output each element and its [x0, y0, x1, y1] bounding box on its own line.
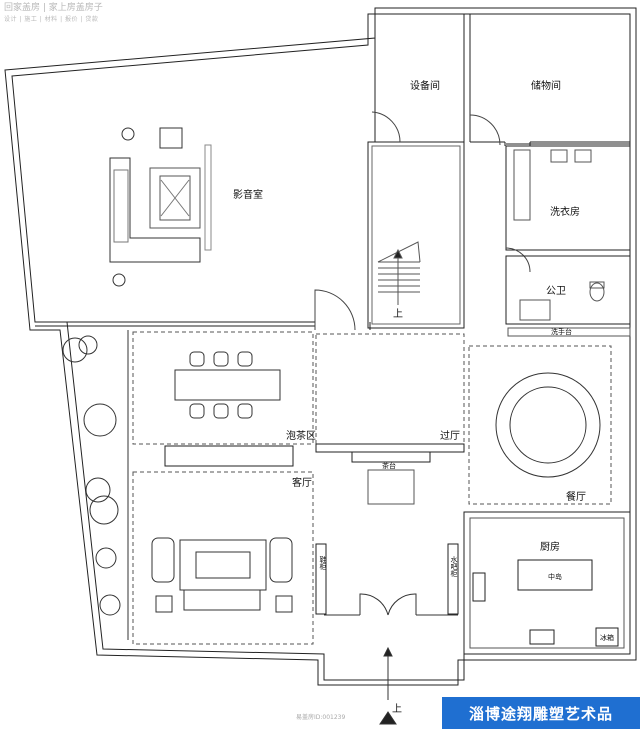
tea-table-label: 茶台 — [382, 462, 396, 470]
shoe-cabinet-label: 鞋柜 — [319, 556, 327, 570]
storage-room — [469, 14, 630, 143]
dining-table — [495, 372, 601, 478]
kitchen — [463, 511, 631, 655]
washbasin-label: 洗手台 — [551, 328, 572, 336]
fridge-label: 冰箱 — [600, 634, 614, 642]
watermark-line1: 回家盖房 | 家上房盖房子 — [4, 3, 103, 13]
brand-banner: 淄博途翔雕塑艺术品 — [442, 697, 640, 729]
room-label-theater: 影音室 — [233, 190, 263, 201]
image-id: 易盖房ID:001239 — [296, 714, 346, 721]
inner-wall — [11, 13, 631, 681]
watermark: 回家盖房 | 家上房盖房子 设计 | 施工 | 材料 | 报价 | 贷款 — [4, 3, 103, 25]
room-label-equipment: 设备间 — [410, 81, 440, 92]
island-label: 中岛 — [548, 573, 562, 581]
stair-steps — [377, 241, 421, 305]
room-label-laundry: 洗衣房 — [550, 207, 580, 218]
room-label-dining: 餐厅 — [566, 492, 586, 503]
room-label-corridor: 过厅 — [440, 431, 460, 442]
equipment-room — [374, 14, 465, 143]
bathroom — [505, 255, 631, 325]
entrance-door — [324, 593, 458, 725]
theater-sofa — [109, 127, 212, 287]
laundry-room — [505, 145, 631, 251]
room-label-living: 客厅 — [292, 478, 312, 489]
wine-cabinet-label: 水吧柜 — [450, 556, 458, 577]
entrance-up-label: 上 — [392, 704, 402, 715]
room-label-bathroom: 公卫 — [546, 286, 566, 297]
room-label-kitchen: 厨房 — [540, 542, 560, 553]
room-label-storage: 储物间 — [531, 81, 561, 92]
tea-table — [174, 351, 281, 419]
zone-boundaries — [132, 331, 612, 645]
stair-up-label: 上 — [393, 309, 403, 320]
living-room-furniture — [151, 537, 293, 613]
outer-wall — [4, 7, 637, 686]
theater-door — [314, 289, 356, 331]
watermark-line2: 设计 | 施工 | 材料 | 报价 | 贷款 — [4, 16, 99, 23]
garden-plants — [62, 330, 129, 640]
room-label-tea-area: 泡茶区 — [286, 431, 316, 442]
stair-hall — [367, 141, 465, 329]
